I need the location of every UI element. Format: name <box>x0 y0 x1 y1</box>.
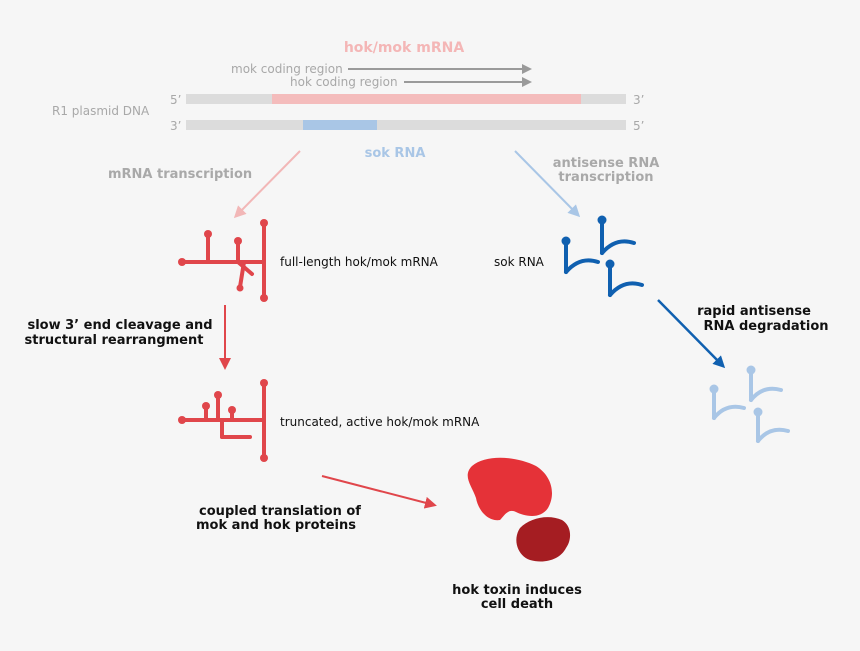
sok-rna-title: sok RNA <box>365 146 426 161</box>
toxin-label-1: hok toxin induces <box>452 583 582 598</box>
mrna-transcription-arrow <box>233 150 301 219</box>
truncated-mrna-label: truncated, active hok/mok mRNA <box>280 415 480 429</box>
mok-coding-region-label: mok coding region <box>231 62 343 76</box>
antisense-transcription-label-2: transcription <box>558 170 653 185</box>
sok-rna-label: sok RNA <box>494 255 545 269</box>
hok-coding-region-label: hok coding region <box>290 75 398 89</box>
coupled-translation-label-2: mok and hok proteins <box>196 518 356 533</box>
toxin-label-2: cell death <box>481 597 553 612</box>
hok-protein-blob <box>467 457 552 521</box>
coupled-translation-label-1: coupled translation of <box>199 504 361 519</box>
three-prime-top-label: 3’ <box>633 93 644 107</box>
sok-rna-molecules <box>561 215 644 297</box>
hok-mok-mrna-region <box>272 94 581 104</box>
rapid-degradation-label-2: RNA degradation <box>703 319 828 334</box>
slow-cleavage-label-1: slow 3’ end cleavage and <box>27 318 212 333</box>
rapid-degradation-label-1: rapid antisense <box>697 304 811 319</box>
rapid-degradation-arrow <box>657 299 726 369</box>
five-prime-bottom-label: 5’ <box>633 119 644 133</box>
three-prime-bottom-label: 3’ <box>170 119 181 133</box>
dna-bottom-strand <box>186 120 626 130</box>
degraded-sok-rna <box>709 365 790 443</box>
mrna-transcription-label: mRNA transcription <box>108 167 252 182</box>
mok-protein-blob <box>516 517 571 562</box>
full-length-mrna-label: full-length hok/mok mRNA <box>280 255 439 269</box>
truncated-mrna-structure <box>178 379 268 462</box>
five-prime-top-label: 5’ <box>170 93 181 107</box>
hok-mok-mrna-title: hok/mok mRNA <box>344 40 464 56</box>
coupled-translation-arrow <box>321 475 437 509</box>
antisense-transcription-arrow <box>514 150 581 218</box>
r1-plasmid-dna-label: R1 plasmid DNA <box>52 104 150 118</box>
antisense-transcription-label-1: antisense RNA <box>553 156 660 171</box>
sok-rna-region <box>303 120 377 130</box>
full-length-mrna-structure <box>178 219 268 302</box>
slow-cleavage-label-2: structural rearrangment <box>25 333 204 348</box>
